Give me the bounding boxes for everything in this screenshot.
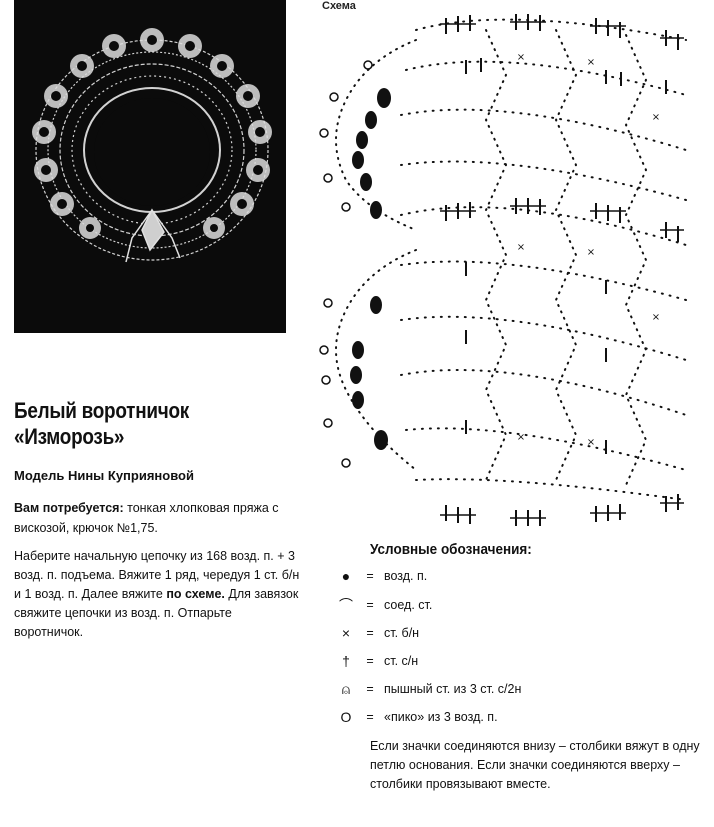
legend-item-slip-stitch: ⌒ = соед. ст. [336, 595, 432, 615]
chain-arcs [400, 18, 687, 501]
diagram-title: Схема [322, 0, 356, 12]
instructions-paragraph: Наберите начальную цепочку из 168 возд. … [14, 547, 304, 642]
legend-text: ст. б/н [384, 626, 420, 640]
legend-text: возд. п. [384, 569, 428, 583]
legend-item-single-crochet: × = ст. б/н [336, 623, 419, 643]
collar-photo [14, 0, 286, 333]
svg-text:×: × [587, 247, 595, 258]
double-crochet-icon: † [342, 653, 350, 669]
svg-text:×: × [517, 242, 525, 253]
instructions-text-2: Для завязок свяжите цепочки из возд. п. … [14, 587, 299, 639]
legend-text: пышный ст. из 3 ст. с/2н [384, 682, 522, 696]
materials-label: Вам потребуется: [14, 501, 124, 515]
legend-equals: = [366, 598, 374, 612]
legend-equals: = [366, 710, 374, 724]
author-line: Модель Нины Куприяновой [14, 468, 194, 483]
single-crochet-icon: × [341, 625, 351, 641]
puff-stitch-icon: ⍝ [341, 680, 351, 697]
crochet-chart-drawing: × × × × × × × × [319, 14, 687, 526]
picot-icon: O [340, 709, 352, 725]
materials-paragraph: Вам потребуется: тонкая хлопковая пряжа … [14, 498, 304, 538]
svg-text:×: × [652, 112, 660, 123]
svg-text:×: × [517, 432, 525, 443]
article-title: Белый воротничок «Изморозь» [14, 398, 263, 450]
svg-text:×: × [652, 312, 660, 323]
legend-item-picot: O = «пико» из 3 возд. п. [336, 707, 498, 727]
legend-note: Если значки соединяются внизу – столбики… [370, 739, 700, 791]
title-line-2: «Изморозь» [14, 424, 125, 449]
svg-text:×: × [587, 437, 595, 448]
legend-equals: = [366, 626, 374, 640]
legend-text: соед. ст. [384, 598, 433, 612]
svg-text:×: × [587, 57, 595, 68]
chain-stitch-icon: ● [341, 568, 351, 584]
legend-item-double-crochet: † = ст. с/н [336, 651, 418, 671]
svg-text:×: × [517, 52, 525, 63]
legend-item-chain: ● = возд. п. [336, 566, 427, 586]
legend-item-puff-stitch: ⍝ = пышный ст. из 3 ст. с/2н [336, 679, 522, 699]
legend-title: Условные обозначения: [370, 541, 532, 558]
legend-equals: = [366, 682, 374, 696]
slip-stitch-icon: ⌒ [339, 597, 353, 613]
instructions-bold: по схеме. [166, 587, 225, 601]
legend-equals: = [366, 654, 374, 668]
legend-text: ст. с/н [384, 654, 419, 668]
crochet-chart: × × × × × × × × [306, 0, 714, 535]
title-line-1: Белый воротничок [14, 398, 189, 423]
collar-image [14, 0, 286, 333]
materials-text: тонкая хлопковая пряжа с вискозой, крючо… [14, 501, 279, 535]
legend-text: «пико» из 3 возд. п. [384, 710, 498, 724]
instructions-text-1: Наберите начальную цепочку из 168 возд. … [14, 549, 300, 601]
legend-equals: = [366, 569, 374, 583]
